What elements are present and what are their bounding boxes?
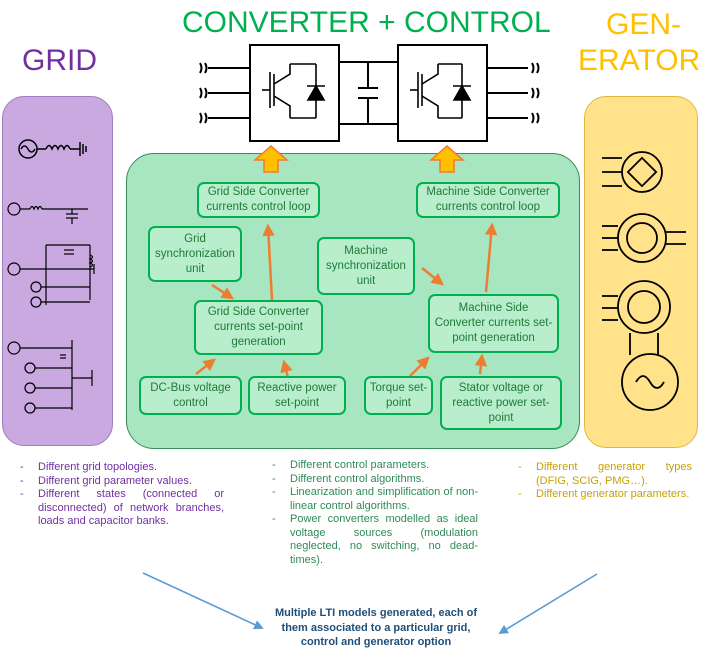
generator-note-item: Different generator types (DFIG, SCIG, P… [514, 461, 692, 488]
machine-synchronization-unit: Machine synchronization unit [317, 237, 415, 295]
conclusion-text: Multiple LTI models generated, each of t… [274, 607, 478, 648]
torque-setpoint: Torque set-point [364, 376, 433, 415]
arrow-setpoint-to-grid-loop [262, 223, 275, 301]
control-note-item: Different control parameters. [268, 459, 478, 473]
reactive-power-setpoint: Reactive power set-point [248, 376, 346, 415]
grid-side-wires [199, 62, 249, 124]
dc-bus-voltage-control: DC-Bus voltage control [139, 376, 242, 415]
converter-control-title: CONVERTER + CONTROL [182, 6, 551, 39]
generator-panel [584, 96, 698, 448]
generator-title-line2: ERATOR [578, 44, 701, 77]
grid-topology-symbol-3 [7, 244, 95, 308]
arrow-stator-to-setpoint [474, 353, 488, 375]
control-to-machine-converter-arrow [429, 145, 465, 173]
grid-synchronization-unit: Grid synchronization unit [148, 226, 242, 282]
generator-note-item: Different generator parameters. [514, 488, 692, 502]
control-note-item: Power converters modelled as ideal volta… [268, 513, 478, 567]
grid-title: GRID [22, 44, 97, 77]
grid-source-symbol-1 [18, 139, 87, 159]
grid-note-item: Different states (connected or disconnec… [16, 488, 224, 529]
grid-side-currents-control-loop: Grid Side Converter currents control loo… [197, 182, 320, 218]
machine-side-setpoint-generation: Machine Side Converter currents set-poin… [428, 294, 559, 353]
grid-side-converter [249, 44, 340, 142]
grid-notes: Different grid topologies. Different gri… [16, 461, 224, 529]
igbt-diode-right [410, 63, 472, 119]
machine-side-currents-control-loop: Machine Side Converter currents control … [416, 182, 560, 218]
arrow-dc-bus-to-setpoint [195, 358, 216, 375]
control-note-item: Linearization and simplification of non-… [268, 486, 478, 513]
stator-voltage-setpoint: Stator voltage or reactive power set-poi… [440, 376, 562, 430]
arrow-torque-to-setpoint [409, 356, 430, 377]
machine-side-converter [397, 44, 488, 142]
grid-note-item: Different grid topologies. [16, 461, 224, 475]
arrow-grid-sync-to-setpoint [211, 283, 235, 300]
arrow-setpoint-to-machine-loop [484, 222, 498, 293]
generator-title-line1: GEN- [606, 8, 681, 41]
generator-notes: Different generator types (DFIG, SCIG, P… [514, 461, 692, 502]
generator-symbol-1 [602, 151, 663, 193]
generator-side-wires [488, 62, 540, 124]
control-notes: Different control parameters. Different … [268, 459, 478, 567]
arrow-generator-to-conclusion [498, 573, 598, 634]
igbt-diode-left [262, 63, 326, 119]
generator-symbol-2 [602, 213, 686, 263]
arrow-machine-sync-to-setpoint [421, 267, 444, 286]
arrow-grid-to-conclusion [142, 572, 264, 630]
arrow-reactive-to-setpoint [280, 359, 293, 379]
grid-note-item: Different grid parameter values. [16, 475, 224, 489]
generator-symbol-3 [602, 280, 679, 411]
grid-side-setpoint-generation: Grid Side Converter currents set-point g… [194, 300, 323, 355]
grid-topology-symbol-2 [7, 202, 88, 224]
control-note-item: Different control algorithms. [268, 473, 478, 487]
grid-topology-symbol-4 [7, 340, 93, 414]
control-to-grid-converter-arrow [253, 145, 289, 173]
dc-link-capacitor [340, 61, 397, 125]
